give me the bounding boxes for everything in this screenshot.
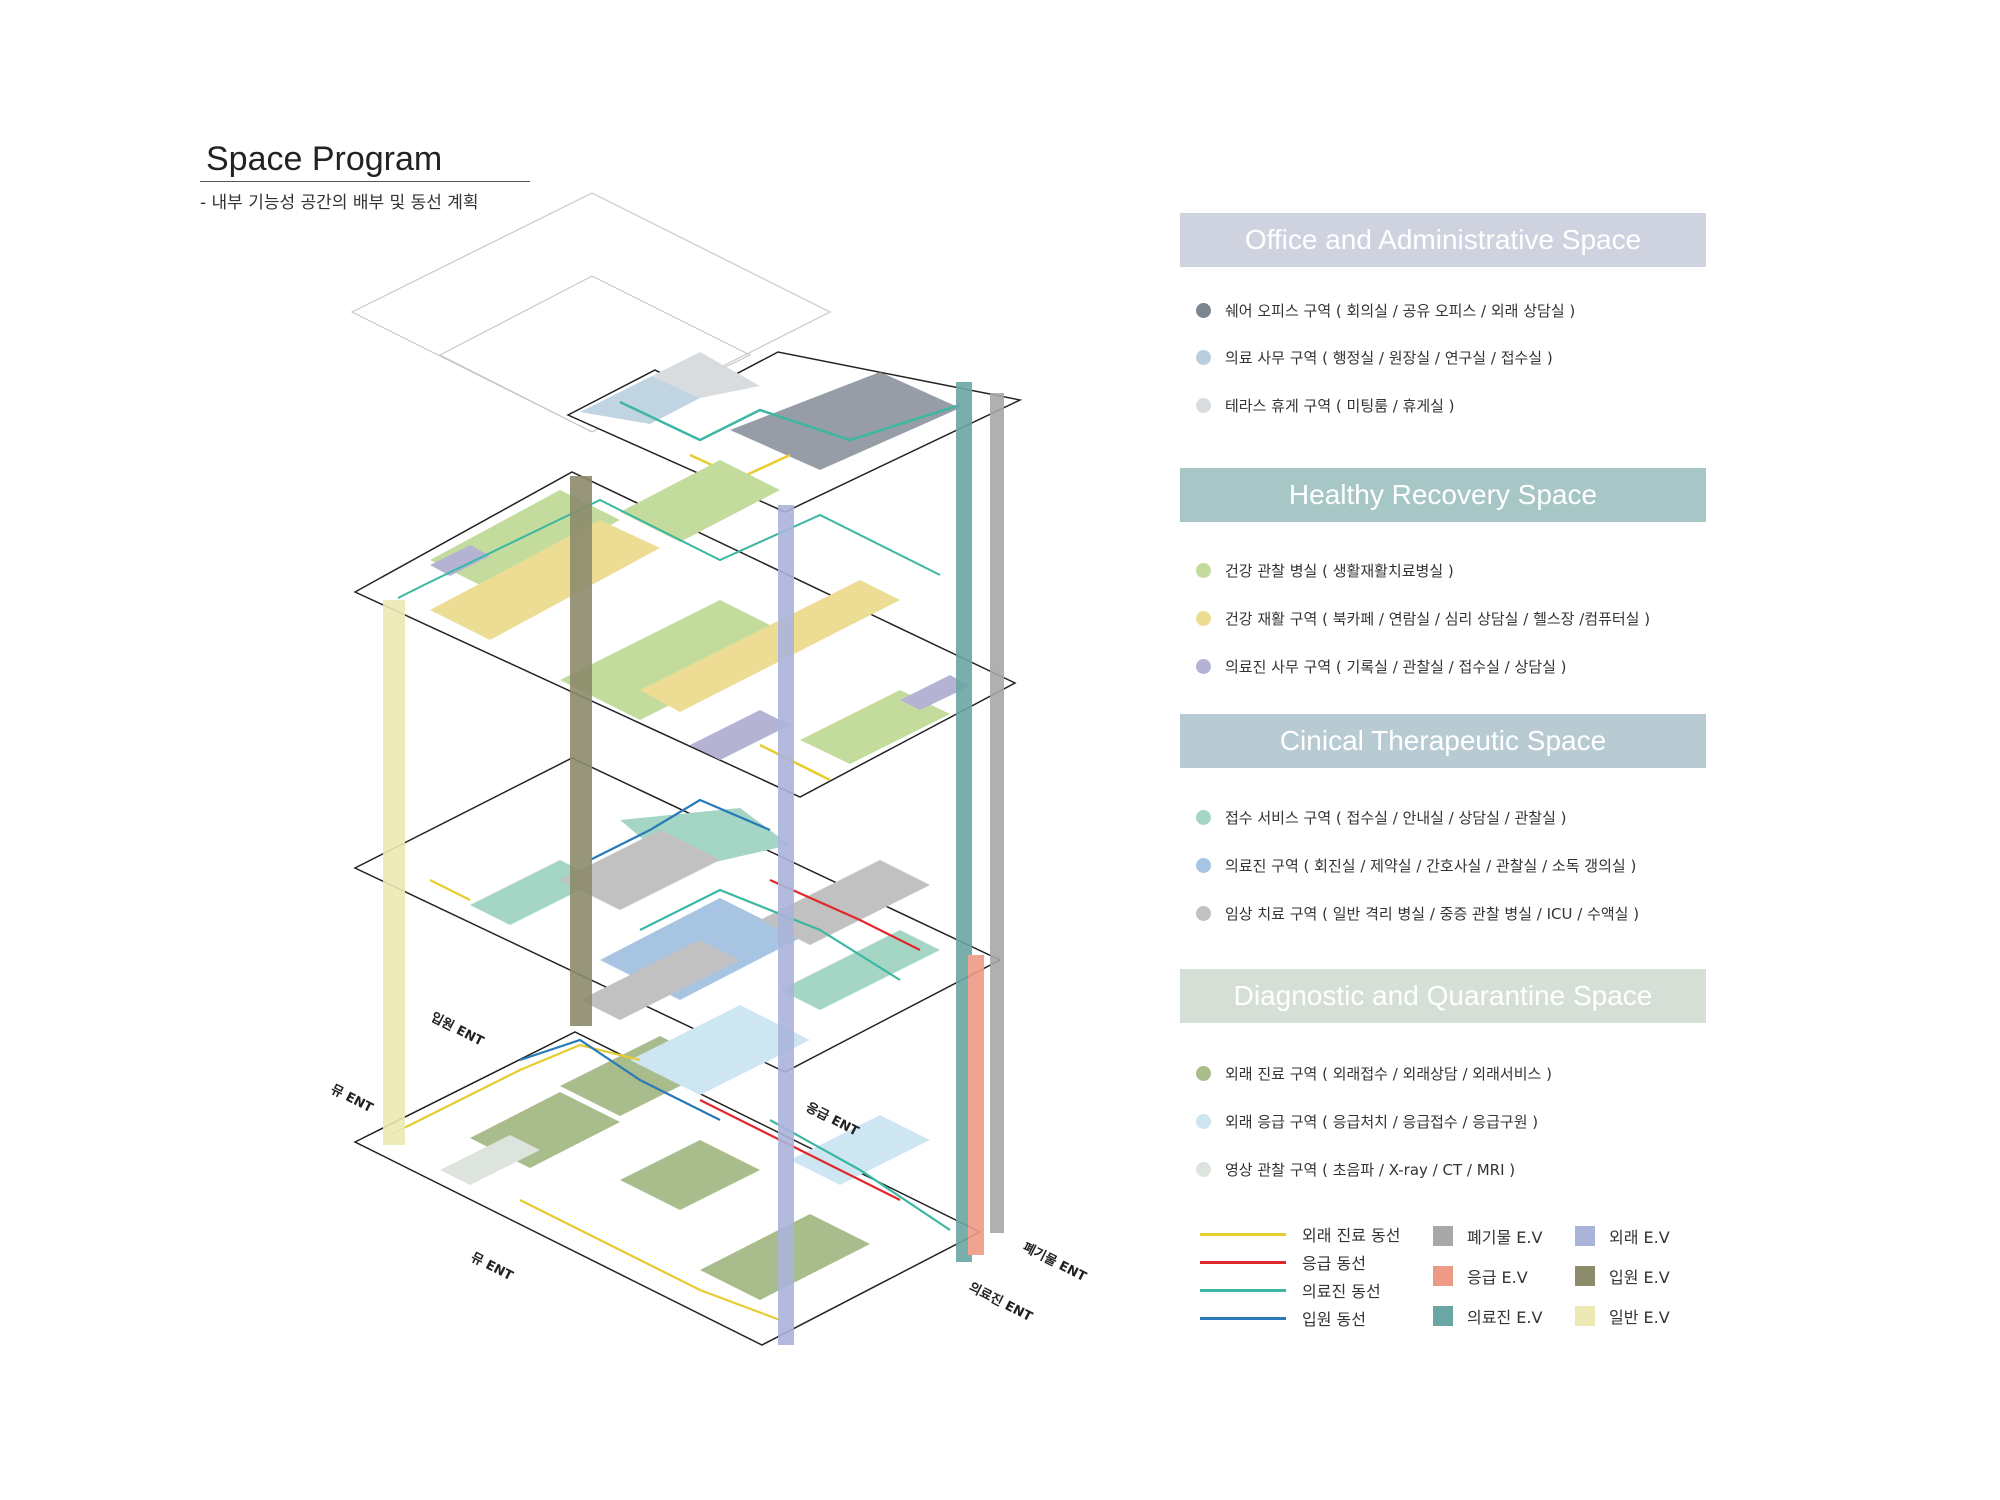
ev-legend-outpatient: 외래 E.V (1575, 1224, 1670, 1248)
legend-dot (1196, 810, 1211, 825)
zone-recovery-room-d (800, 690, 950, 764)
legend-dot (1196, 350, 1211, 365)
entrance-general-bottom: 뮤 ENT (468, 1250, 515, 1284)
ev-swatch (1575, 1266, 1595, 1286)
route-staff-f2 (639, 888, 901, 981)
zone-rehab-a (430, 520, 660, 640)
route-line (1200, 1288, 1286, 1292)
legend-dot (1196, 303, 1211, 318)
route-staff-f4 (619, 400, 961, 442)
ev-outpatient (778, 505, 794, 1345)
zone-emergency-b (790, 1115, 930, 1185)
legend-dot (1196, 563, 1211, 578)
section-header-recovery: Healthy Recovery Space (1180, 468, 1706, 522)
ev-legend-staff: 의료진 E.V (1433, 1304, 1542, 1328)
legend-item: 접수 서비스 구역 ( 접수실 / 안내실 / 상담실 / 관찰실 ) (1196, 807, 1567, 828)
page-title: Space Program (200, 140, 530, 182)
legend-dot (1196, 659, 1211, 674)
ev-swatch (1575, 1226, 1595, 1246)
route-staff-f3 (397, 498, 941, 599)
legend-dot (1196, 858, 1211, 873)
zone-medical-office (580, 376, 700, 424)
legend-item: 테라스 휴게 구역 ( 미팅룸 / 휴게실 ) (1196, 395, 1455, 416)
entrance-waste: 폐기물 ENT (1020, 1240, 1088, 1285)
floor-3-plate (353, 460, 1017, 798)
route-outpatient-f1 (389, 1043, 641, 1136)
ev-general (383, 600, 405, 1145)
zone-share-office (730, 372, 960, 470)
zone-reception-c (780, 930, 940, 1010)
route-emergency-f2 (769, 878, 921, 951)
ev-legend-waste: 폐기물 E.V (1433, 1224, 1542, 1248)
route-staff-f1 (769, 1119, 951, 1231)
page-subtitle: - 내부 기능성 공간의 배부 및 동선 계획 (200, 193, 479, 213)
legend-item: 쉐어 오피스 구역 ( 회의실 / 공유 오피스 / 외래 상담실 ) (1196, 300, 1575, 321)
zone-staff-office-b (430, 545, 490, 576)
legend-dot (1196, 906, 1211, 921)
zone-emergency-a (630, 1005, 810, 1095)
legend-dot (1196, 1066, 1211, 1081)
entrance-general-left: 뮤 ENT (328, 1082, 375, 1116)
exploded-floor-diagram: 입원 ENT 뮤 ENT 뮤 ENT 응급 ENT 폐기물 ENT 의료진 EN… (328, 192, 1089, 1346)
ev-swatch (1433, 1266, 1453, 1286)
section-header-office: Office and Administrative Space (1180, 213, 1706, 267)
legend-item: 임상 치료 구역 ( 일반 격리 병실 / 중증 관찰 병실 / ICU / 수… (1196, 903, 1639, 924)
zone-staff-office-c (900, 675, 970, 710)
floor-4-plate (566, 351, 1023, 513)
zone-outpatient-c (620, 1140, 760, 1210)
zone-clinical-a (560, 830, 720, 910)
zone-imaging (440, 1135, 540, 1185)
ev-legend-inpatient: 입원 E.V (1575, 1264, 1670, 1288)
ev-legend-general: 일반 E.V (1575, 1304, 1670, 1328)
legend-item: 건강 재활 구역 ( 북카페 / 연람실 / 심리 상담실 / 헬스장 /컴퓨터… (1196, 608, 1650, 629)
section-header-diagnostic: Diagnostic and Quarantine Space (1180, 969, 1706, 1023)
zone-clinical-b (580, 940, 740, 1020)
legend-item: 외래 진료 구역 ( 외래접수 / 외래상담 / 외래서비스 ) (1196, 1063, 1552, 1084)
ev-waste (990, 393, 1004, 1233)
legend-item: 의료진 구역 ( 회진실 / 제약실 / 간호사실 / 관찰실 / 소독 갱의실… (1196, 855, 1636, 876)
route-inpatient-f2 (589, 798, 771, 861)
entrance-staff: 의료진 ENT (966, 1279, 1035, 1325)
route-line (1200, 1232, 1286, 1236)
ev-swatch (1575, 1306, 1595, 1326)
route-legend-staff: 의료진 동선 (1200, 1278, 1381, 1302)
zone-rehab-b (640, 580, 900, 712)
legend-item: 의료진 사무 구역 ( 기록실 / 관찰실 / 접수실 / 상담실 ) (1196, 656, 1567, 677)
entrance-inpatient: 입원 ENT (428, 1010, 486, 1049)
floor-1-plate (353, 1005, 982, 1346)
legend-dot (1196, 611, 1211, 626)
ev-swatch (1433, 1226, 1453, 1246)
entrance-emergency: 응급 ENT (803, 1100, 861, 1139)
route-legend-emergency: 응급 동선 (1200, 1250, 1366, 1274)
route-emergency-f1 (699, 1099, 901, 1201)
legend-dot (1196, 1114, 1211, 1129)
ev-emergency (968, 955, 984, 1255)
route-line (1200, 1316, 1286, 1320)
route-inpatient-f1 (519, 1038, 721, 1121)
legend-item: 영상 관찰 구역 ( 초음파 / X-ray / CT / MRI ) (1196, 1159, 1515, 1180)
floor-2-plate (353, 757, 1002, 1073)
zone-recovery-room-b (620, 460, 780, 542)
legend-item: 의료 사무 구역 ( 행정실 / 원장실 / 연구실 / 접수실 ) (1196, 347, 1553, 368)
ev-swatch (1433, 1306, 1453, 1326)
zone-terrace (652, 352, 760, 398)
legend-item: 건강 관찰 병실 ( 생활재활치료병실 ) (1196, 560, 1454, 581)
zone-staff-office-a (690, 710, 790, 760)
route-legend-inpatient: 입원 동선 (1200, 1306, 1366, 1330)
route-outpatient-f2 (429, 879, 471, 901)
section-header-clinical: Cinical Therapeutic Space (1180, 714, 1706, 768)
route-legend-outpatient: 외래 진료 동선 (1200, 1222, 1401, 1246)
ev-legend-emergency: 응급 E.V (1433, 1264, 1528, 1288)
route-outpatient-f1b (519, 1199, 781, 1322)
legend-item: 외래 응급 구역 ( 응급처치 / 응급접수 / 응급구원 ) (1196, 1111, 1538, 1132)
zone-recovery-room-c (560, 600, 800, 720)
title-block: Space Program - 내부 기능성 공간의 배부 및 동선 계획 (200, 140, 530, 213)
roof-outline (350, 192, 832, 433)
route-outpatient-f3 (759, 743, 831, 782)
route-line (1200, 1260, 1286, 1264)
legend-dot (1196, 398, 1211, 413)
ev-inpatient (570, 476, 592, 1026)
legend-dot (1196, 1162, 1211, 1177)
elevator-shafts (383, 382, 1004, 1345)
